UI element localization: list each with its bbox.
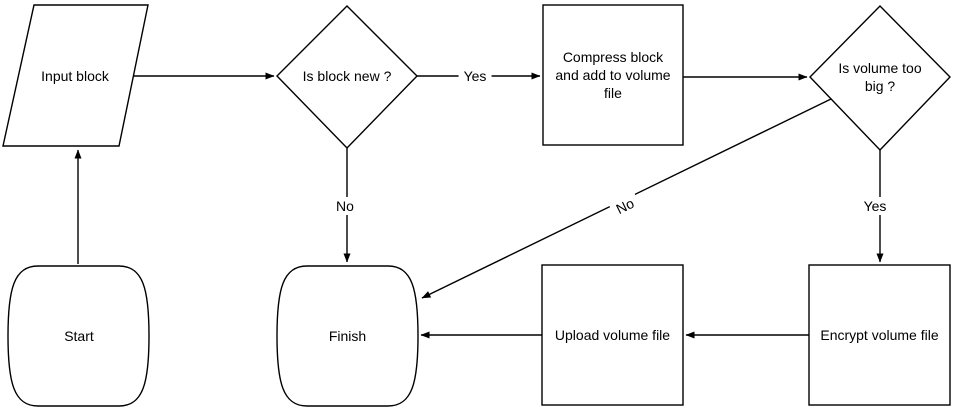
node-start: Start <box>9 266 149 406</box>
start-label: Start <box>64 328 94 344</box>
node-input-block: Input block <box>15 6 135 146</box>
encrypt-volume-file-label: Encrypt volume file <box>820 327 939 343</box>
input-block-parallelogram <box>2 4 149 147</box>
edge-label-no-block-new: No <box>331 197 359 215</box>
compress-block-rectangle <box>542 4 684 146</box>
finish-label: Finish <box>328 328 367 344</box>
node-compress-block: Compress block and add to volume file <box>550 5 676 145</box>
upload-volume-rectangle <box>541 264 684 406</box>
node-encrypt-volume-file: Encrypt volume file <box>809 265 950 405</box>
node-upload-volume-file: Upload volume file <box>542 265 683 405</box>
input-block-label: Input block <box>41 68 109 84</box>
node-finish: Finish <box>277 266 418 406</box>
edge-label-yes-block-new: Yes <box>458 67 492 85</box>
encrypt-volume-rectangle <box>808 264 951 406</box>
edge-label-yes-volume-big: Yes <box>858 197 892 215</box>
upload-volume-file-label: Upload volume file <box>554 327 671 343</box>
compress-block-label: Compress block and add to volume file <box>555 49 671 101</box>
is-volume-too-big-label: Is volume too big ? <box>838 60 922 94</box>
node-is-block-new: Is block new ? <box>292 6 402 146</box>
node-is-volume-too-big: Is volume too big ? <box>832 7 928 147</box>
is-block-new-label: Is block new ? <box>302 68 392 84</box>
finish-terminator <box>276 265 419 407</box>
start-terminator <box>7 265 150 407</box>
